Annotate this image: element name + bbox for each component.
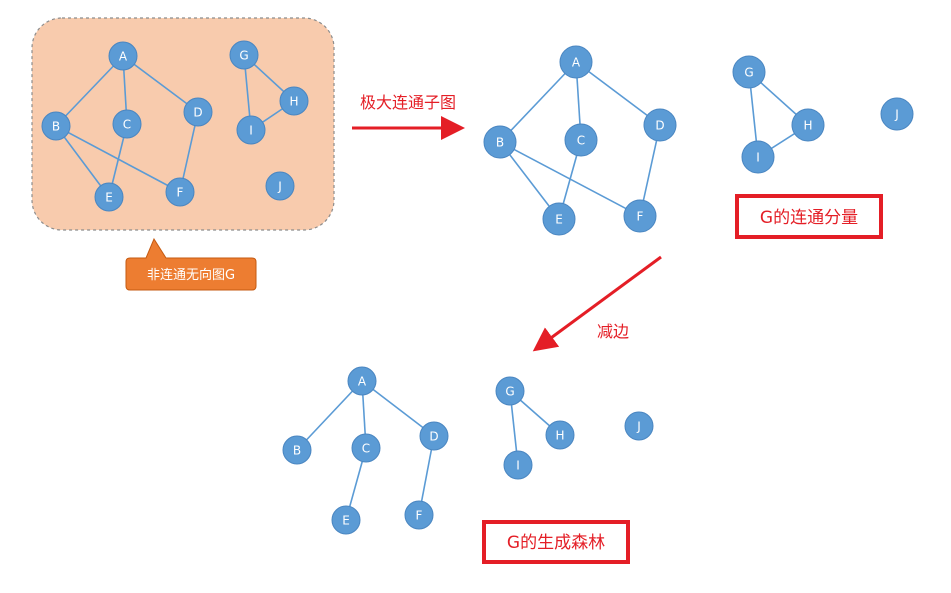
- node-forest-h: [545, 420, 575, 450]
- node-label-components-d: D: [655, 119, 664, 133]
- node-label-components-j: J: [894, 108, 899, 122]
- graph-original-nodes: A B C D E F G H I J: [41, 40, 309, 212]
- forest-label-box: [482, 520, 630, 564]
- node-label-original-c: C: [123, 118, 131, 132]
- node-label-forest-g: G: [505, 385, 514, 399]
- edge-forest-a-b: [296, 380, 363, 451]
- node-label-original-a: A: [119, 50, 128, 64]
- node-label-original-i: I: [249, 124, 253, 138]
- node-label-forest-f: F: [416, 509, 423, 523]
- graph-components-nodes: A B C D E F G H I J: [483, 45, 914, 236]
- node-label-original-e: E: [105, 191, 113, 205]
- node-original-f: [165, 177, 195, 207]
- node-forest-f: [404, 500, 434, 530]
- node-label-original-h: H: [289, 95, 298, 109]
- node-label-forest-a: A: [358, 375, 367, 389]
- node-original-a: [108, 41, 138, 71]
- node-forest-g: [495, 376, 525, 406]
- node-components-b: [483, 125, 517, 159]
- arrow-label-1: 极大连通子图: [360, 93, 456, 112]
- node-label-forest-b: B: [293, 444, 301, 458]
- node-label-original-f: F: [177, 186, 184, 200]
- node-components-j: [880, 97, 914, 131]
- node-components-g: [732, 55, 766, 89]
- arrow-to-forest: [532, 255, 662, 352]
- node-original-b: [41, 111, 71, 141]
- node-label-components-h: H: [803, 119, 812, 133]
- edge-original-a-d: [122, 55, 199, 113]
- node-forest-b: [282, 435, 312, 465]
- node-label-original-b: B: [52, 120, 60, 134]
- node-components-d: [643, 108, 677, 142]
- node-original-h: [279, 86, 309, 116]
- edge-original-b-e: [55, 125, 110, 198]
- node-forest-j: [624, 411, 654, 441]
- edge-original-a-b: [55, 55, 124, 127]
- edge-components-a-d: [575, 61, 661, 126]
- node-label-components-a: A: [572, 56, 581, 70]
- node-label-components-g: G: [744, 66, 753, 80]
- node-forest-e: [331, 505, 361, 535]
- node-label-original-g: G: [239, 49, 248, 63]
- node-original-i: [236, 115, 266, 145]
- node-label-forest-d: D: [429, 430, 438, 444]
- node-original-j: [265, 171, 295, 201]
- node-label-forest-j: J: [636, 420, 641, 434]
- node-forest-a: [347, 366, 377, 396]
- node-original-c: [112, 109, 142, 139]
- node-label-forest-e: E: [342, 514, 350, 528]
- components-label: G的连通分量: [760, 208, 858, 228]
- node-label-components-c: C: [577, 134, 585, 148]
- node-original-g: [229, 40, 259, 70]
- edge-components-a-b: [499, 61, 577, 143]
- node-components-c: [564, 123, 598, 157]
- node-label-components-i: I: [756, 151, 760, 165]
- node-components-f: [623, 199, 657, 233]
- node-label-original-j: J: [277, 180, 282, 194]
- node-forest-i: [503, 450, 533, 480]
- node-original-d: [183, 97, 213, 127]
- node-label-components-f: F: [637, 210, 644, 224]
- node-original-e: [94, 182, 124, 212]
- node-label-components-b: B: [496, 136, 504, 150]
- node-components-i: [741, 140, 775, 174]
- components-label-box: [735, 194, 883, 239]
- node-components-h: [791, 108, 825, 142]
- callout-bubble: 非连通无向图G: [125, 237, 257, 291]
- node-label-original-d: D: [193, 106, 202, 120]
- arrow-label-2: 减边: [597, 322, 629, 341]
- callout-label: 非连通无向图G: [147, 267, 235, 283]
- node-forest-c: [351, 433, 381, 463]
- node-components-e: [542, 202, 576, 236]
- node-label-forest-h: H: [555, 429, 564, 443]
- forest-label: G的生成森林: [507, 533, 605, 553]
- node-label-forest-c: C: [362, 442, 370, 456]
- node-forest-d: [419, 421, 449, 451]
- graph-panel: [31, 17, 335, 231]
- node-label-components-e: E: [555, 213, 563, 227]
- node-components-a: [559, 45, 593, 79]
- edge-forest-a-d: [361, 380, 435, 437]
- graph-forest-nodes: A B C D E F G H I J: [282, 366, 654, 535]
- node-label-forest-i: I: [516, 459, 520, 473]
- graph-forest-edges: [296, 380, 561, 521]
